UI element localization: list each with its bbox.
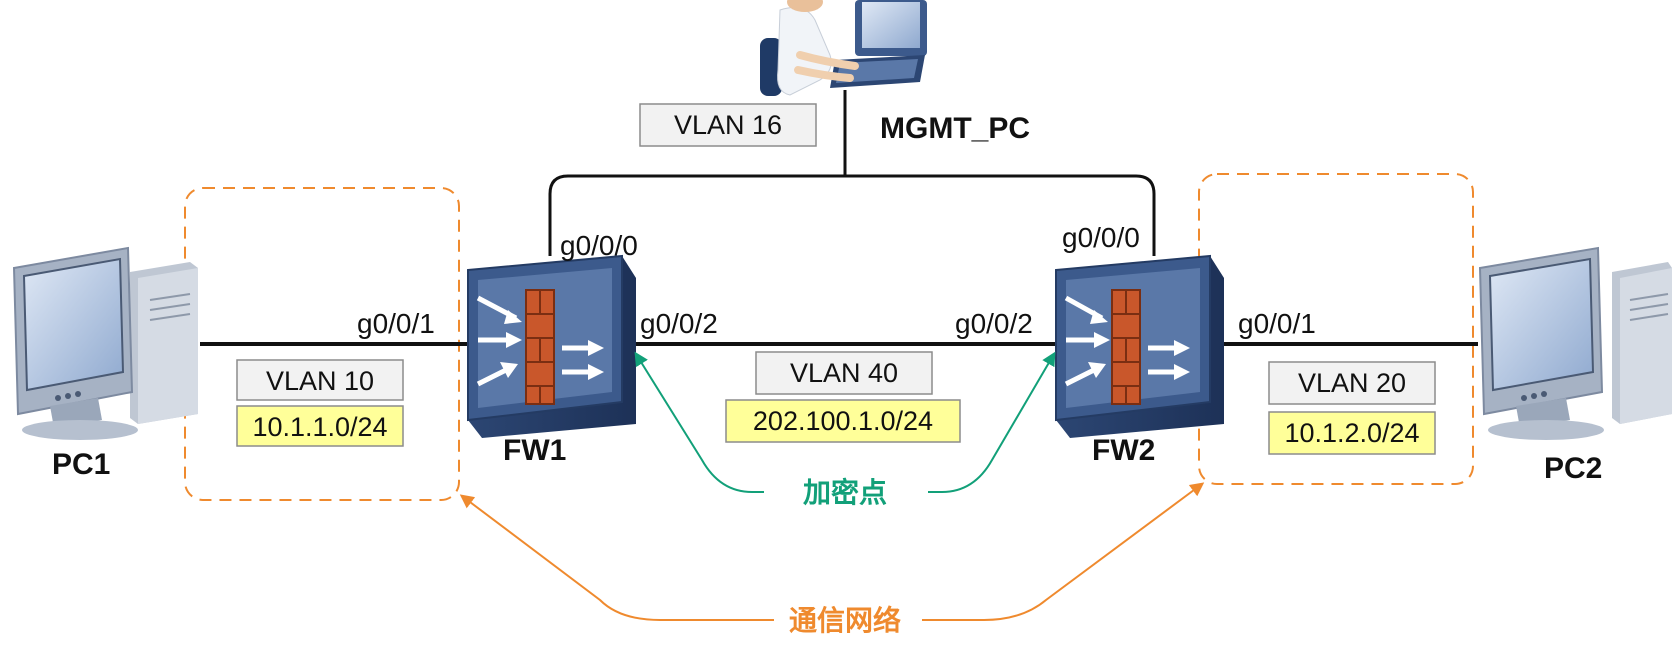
fw2-port-g002: g0/0/2 (955, 308, 1033, 339)
mgmt-pc-icon (760, 0, 927, 96)
fw1-port-g001: g0/0/1 (357, 308, 435, 339)
fw1-firewall-icon (467, 254, 636, 438)
pc2-label: PC2 (1544, 452, 1602, 485)
fw2-label: FW2 (1092, 434, 1155, 467)
fw1-port-g002: g0/0/2 (640, 308, 718, 339)
subnet20-label: 10.1.2.0/24 (1284, 418, 1419, 448)
subnet10-box (236, 405, 404, 447)
fw2-firewall-icon (1055, 254, 1224, 438)
subnet20-box (1268, 411, 1436, 455)
network-arrow-right (922, 482, 1205, 621)
pc1-label: PC1 (52, 448, 110, 481)
vlan20-label: VLAN 20 (1298, 368, 1406, 398)
subnet40-label: 202.100.1.0/24 (753, 406, 933, 436)
vlan16-label: VLAN 16 (674, 110, 782, 140)
vlan10-box (236, 359, 404, 401)
fw1-port-g000: g0/0/0 (560, 230, 638, 261)
mgmt-pc-label: MGMT_PC (880, 112, 1030, 145)
encrypt-arrow-right (928, 351, 1056, 493)
pc2-computer-icon (1478, 246, 1672, 440)
subnet40-box (725, 399, 961, 443)
communication-networks-label: 通信网络 (789, 604, 901, 637)
vlan40-label: VLAN 40 (790, 358, 898, 388)
pc1-computer-icon (12, 246, 198, 440)
network-arrow-left (459, 494, 774, 621)
encrypt-arrow-left (634, 351, 764, 493)
vlan40-box (755, 351, 933, 395)
fw2-port-g001: g0/0/1 (1238, 308, 1316, 339)
encryption-points-label: 加密点 (803, 476, 887, 509)
link-mgmt-bus (548, 174, 1156, 256)
vlan20-box (1268, 361, 1436, 405)
vlan10-label: VLAN 10 (266, 366, 374, 396)
subnet10-label: 10.1.1.0/24 (252, 412, 387, 442)
vlan16-box (639, 103, 817, 147)
fw1-label: FW1 (503, 434, 566, 467)
fw2-port-g000: g0/0/0 (1062, 222, 1140, 253)
